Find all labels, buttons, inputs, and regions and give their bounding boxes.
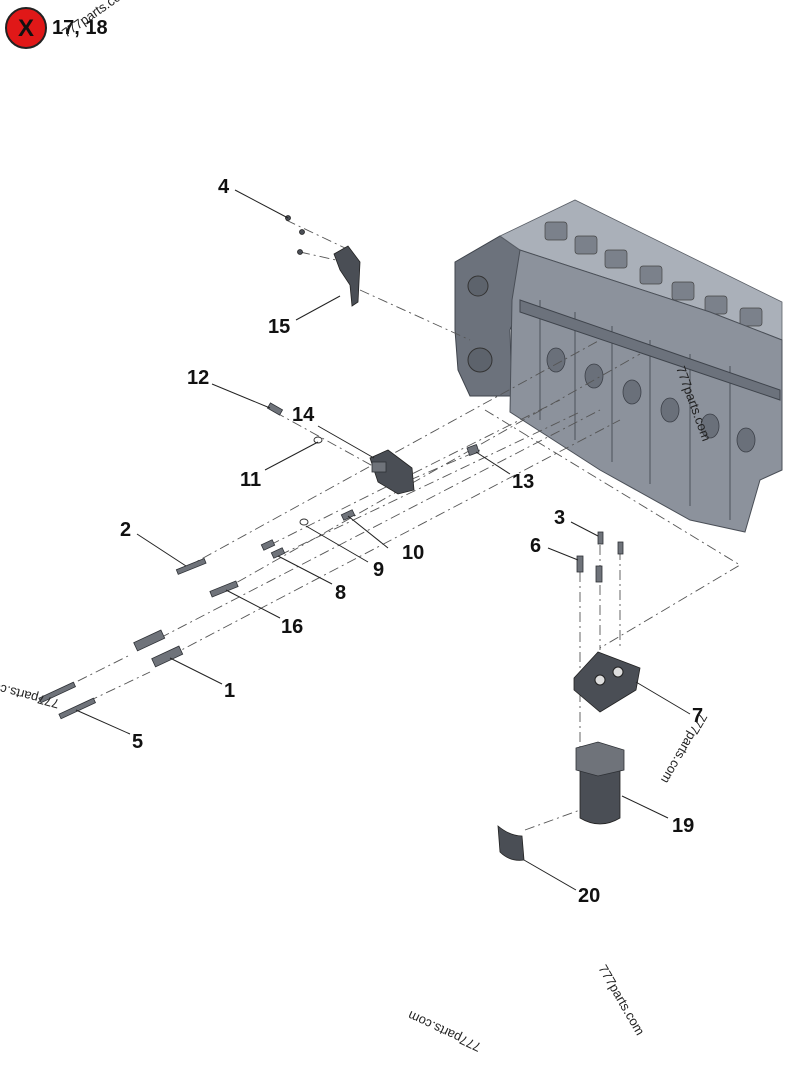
callout-7: 7 bbox=[692, 705, 703, 727]
callout-1: 1 bbox=[224, 680, 235, 702]
callout-3: 3 bbox=[554, 507, 565, 529]
callout-20: 20 bbox=[578, 885, 600, 907]
badge-glyph: X bbox=[18, 15, 34, 42]
watermark: 777parts.com bbox=[658, 711, 710, 787]
engine-block bbox=[454, 199, 783, 533]
watermark: 777parts.com bbox=[595, 962, 647, 1038]
callout-13: 13 bbox=[512, 471, 534, 493]
callout-19: 19 bbox=[672, 815, 694, 837]
callout-14: 14 bbox=[292, 404, 315, 426]
callout-12: 12 bbox=[187, 367, 209, 389]
callout-6: 6 bbox=[530, 535, 541, 557]
callout-11: 11 bbox=[240, 469, 261, 491]
callout-15: 15 bbox=[268, 316, 290, 338]
callout-4: 4 bbox=[218, 176, 230, 198]
remove-badge-icon bbox=[5, 7, 47, 49]
callout-9: 9 bbox=[373, 559, 384, 581]
leader-lines bbox=[75, 189, 691, 891]
watermark: 777parts.com bbox=[406, 1008, 484, 1055]
callout-10: 10 bbox=[402, 542, 424, 564]
alignment-lines bbox=[59, 219, 741, 831]
callout-labels: 4 15 12 14 11 13 2 10 9 8 16 1 5 3 6 7 1… bbox=[120, 176, 703, 907]
callout-2: 2 bbox=[120, 519, 131, 541]
callout-5: 5 bbox=[132, 731, 143, 753]
callout-16: 16 bbox=[281, 616, 303, 638]
header-part-numbers: 17, 18 bbox=[52, 17, 108, 39]
watermarks: 777parts.com 777parts.com 777parts.com 7… bbox=[0, 0, 714, 1055]
header: X 17, 18 bbox=[5, 7, 108, 49]
callout-8: 8 bbox=[335, 582, 346, 604]
